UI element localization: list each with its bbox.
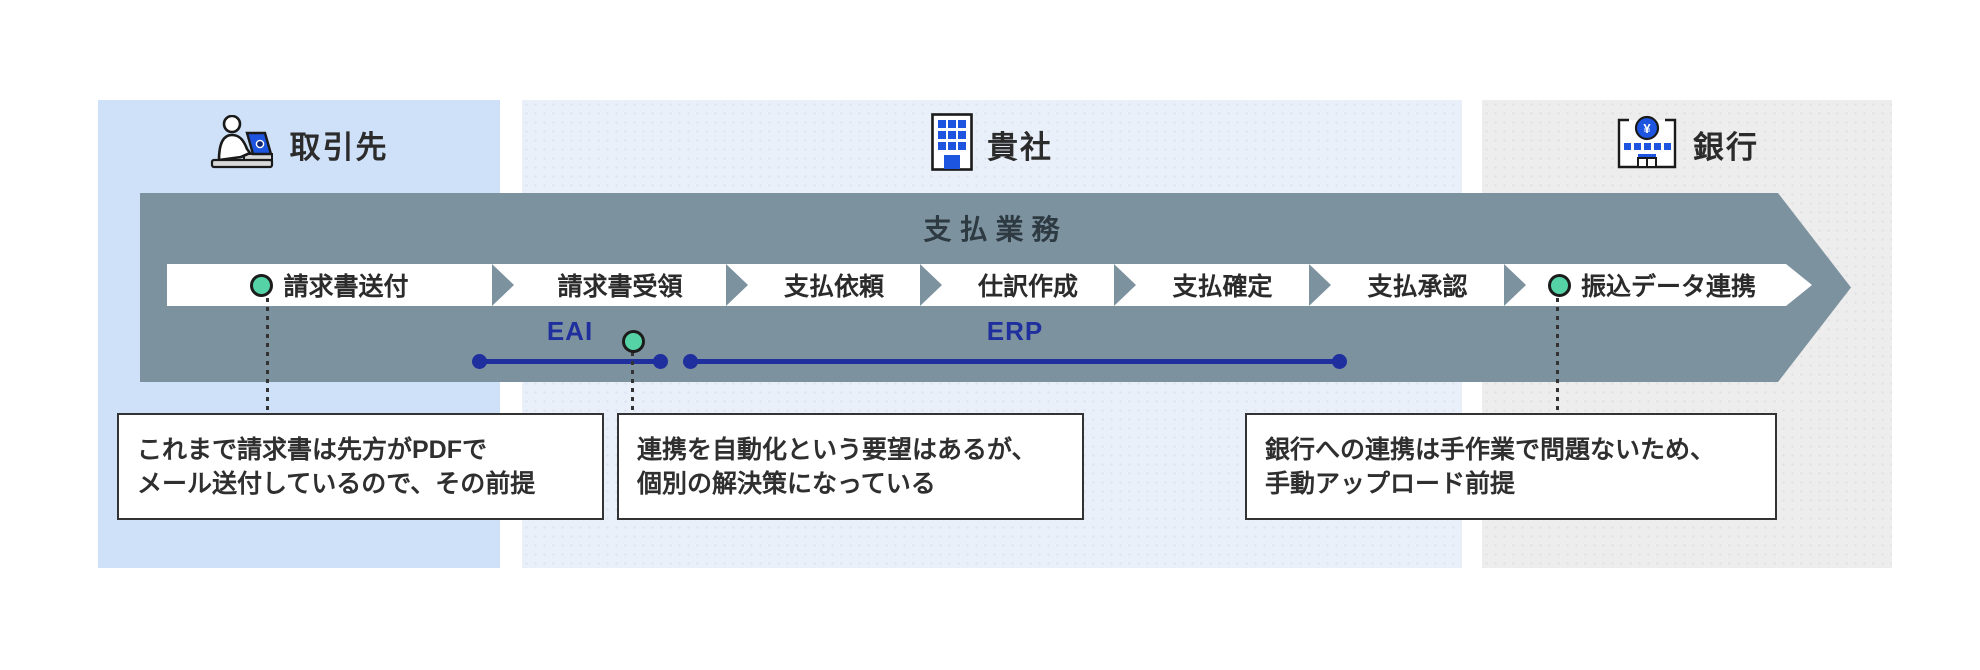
chevron-right-icon bbox=[920, 264, 942, 306]
process-step-strip: 請求書送付 請求書受領 支払依頼 仕訳作成 支払確定 支払承認 振込データ連携 bbox=[167, 264, 1812, 306]
dotted-connector bbox=[1556, 298, 1559, 411]
step-invoice-receive: 請求書受領 bbox=[557, 273, 683, 301]
person-laptop-icon bbox=[210, 114, 276, 174]
note-box-invoice: これまで請求書は先方がPDFで メール送付しているので、その前提 bbox=[117, 413, 604, 520]
process-title: 支払業務 bbox=[923, 214, 1068, 245]
step-payment-request: 支払依頼 bbox=[783, 273, 884, 301]
chevron-right-icon bbox=[1114, 264, 1136, 306]
office-building-icon bbox=[931, 112, 973, 176]
system-label-erp: ERP bbox=[986, 316, 1044, 346]
lane-header-company: 貴社 bbox=[522, 110, 1462, 178]
step-journal-entry: 仕訳作成 bbox=[977, 273, 1078, 301]
dotted-connector bbox=[631, 352, 634, 411]
step-invoice-send: 請求書送付 bbox=[167, 264, 492, 306]
system-marker-circle-icon bbox=[622, 330, 645, 353]
system-span-erp bbox=[683, 354, 1347, 369]
note-box-integration: 連携を自動化という要望はあるが、 個別の解決策になっている bbox=[617, 413, 1084, 520]
step-marker-circle-icon bbox=[250, 274, 273, 297]
chevron-right-icon bbox=[1309, 264, 1331, 306]
lane-header-partner: 取引先 bbox=[98, 110, 500, 178]
chevron-right-icon bbox=[492, 264, 514, 306]
step-payment-fix: 支払確定 bbox=[1172, 273, 1273, 301]
svg-text:¥: ¥ bbox=[1643, 121, 1651, 136]
step-transfer-data-link: 振込データ連携 bbox=[1526, 264, 1812, 306]
dotted-connector bbox=[266, 298, 269, 411]
lane-header-bank: ¥ 銀行 bbox=[1482, 110, 1892, 178]
lane-label-partner: 取引先 bbox=[289, 129, 389, 165]
chevron-right-icon bbox=[1504, 264, 1526, 306]
chevron-right-icon bbox=[726, 264, 748, 306]
step-payment-approve: 支払承認 bbox=[1367, 273, 1468, 301]
step-marker-circle-icon bbox=[1548, 274, 1571, 297]
bank-building-icon: ¥ bbox=[1615, 114, 1679, 175]
note-box-bank: 銀行への連携は手作業で問題ないため、 手動アップロード前提 bbox=[1245, 413, 1777, 520]
lane-label-company: 貴社 bbox=[987, 129, 1053, 165]
system-label-eai: EAI bbox=[546, 316, 594, 346]
lane-label-bank: 銀行 bbox=[1693, 129, 1759, 165]
system-span-eai bbox=[472, 354, 668, 369]
